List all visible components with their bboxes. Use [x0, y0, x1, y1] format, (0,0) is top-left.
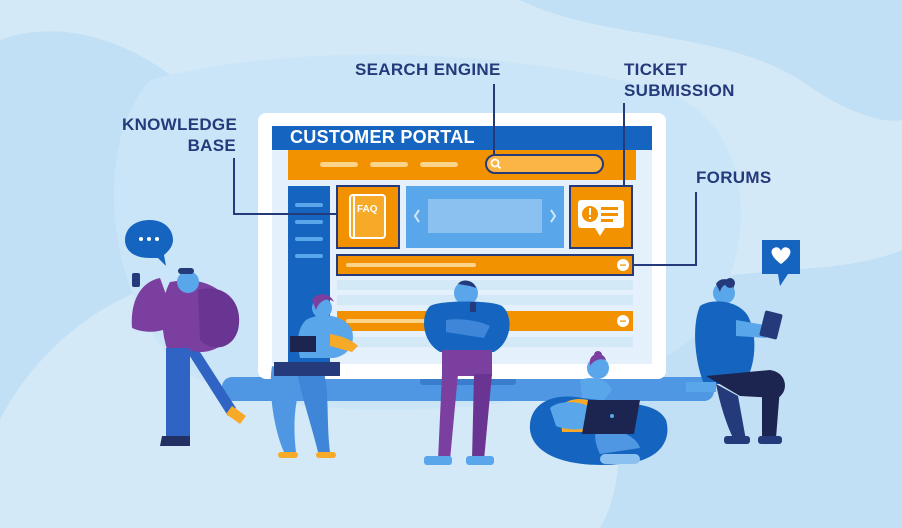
callout-search-engine-text: SEARCH ENGINE — [355, 60, 501, 79]
forum-topic-line — [346, 263, 476, 267]
person-beanbag — [529, 351, 668, 465]
faq-book-icon — [349, 194, 386, 239]
person-seated-laptop — [270, 294, 358, 458]
callout-search-engine: SEARCH ENGINE — [355, 59, 501, 80]
heart-icon — [762, 240, 800, 286]
callout-knowledge-line2: BASE — [187, 136, 236, 155]
callout-forums-text: FORUMS — [696, 168, 772, 187]
callout-forums: FORUMS — [696, 167, 771, 188]
content-row — [337, 295, 633, 305]
callout-ticket-line1: TICKET — [624, 60, 688, 79]
faq-label: FAQ — [357, 204, 378, 215]
chat-bubble-icon — [617, 259, 629, 271]
alert-icon — [578, 200, 624, 236]
chat-bubble-icon — [617, 315, 629, 327]
sidebar-line — [295, 254, 323, 258]
carousel-slide — [428, 199, 542, 233]
chevron-left-icon — [413, 209, 420, 223]
sidebar-line — [295, 220, 323, 224]
portal-title-bar — [272, 126, 652, 150]
person-standing-phone — [131, 268, 246, 446]
nav-link — [420, 162, 458, 167]
callout-ticket-submission: TICKET SUBMISSION — [624, 59, 735, 101]
person-seated-tablet — [686, 278, 785, 444]
callout-line — [633, 192, 697, 266]
sidebar-line — [295, 203, 323, 207]
callout-knowledge-line1: KNOWLEDGE — [122, 115, 238, 134]
content-row — [337, 280, 633, 290]
background-blob — [520, 0, 902, 121]
chevron-right-icon — [550, 209, 557, 223]
search-icon — [490, 158, 502, 170]
nav-link — [370, 162, 408, 167]
nav-link — [320, 162, 358, 167]
callout-ticket-line2: SUBMISSION — [624, 81, 735, 100]
callout-knowledge-base: KNOWLEDGE BASE — [122, 114, 238, 156]
person-standing-center — [424, 280, 510, 465]
ellipsis-icon — [125, 220, 173, 266]
portal-title: CUSTOMER PORTAL — [290, 127, 475, 147]
callout-line — [233, 158, 337, 215]
portal-search-bar — [485, 154, 604, 174]
sidebar-line — [295, 237, 323, 241]
